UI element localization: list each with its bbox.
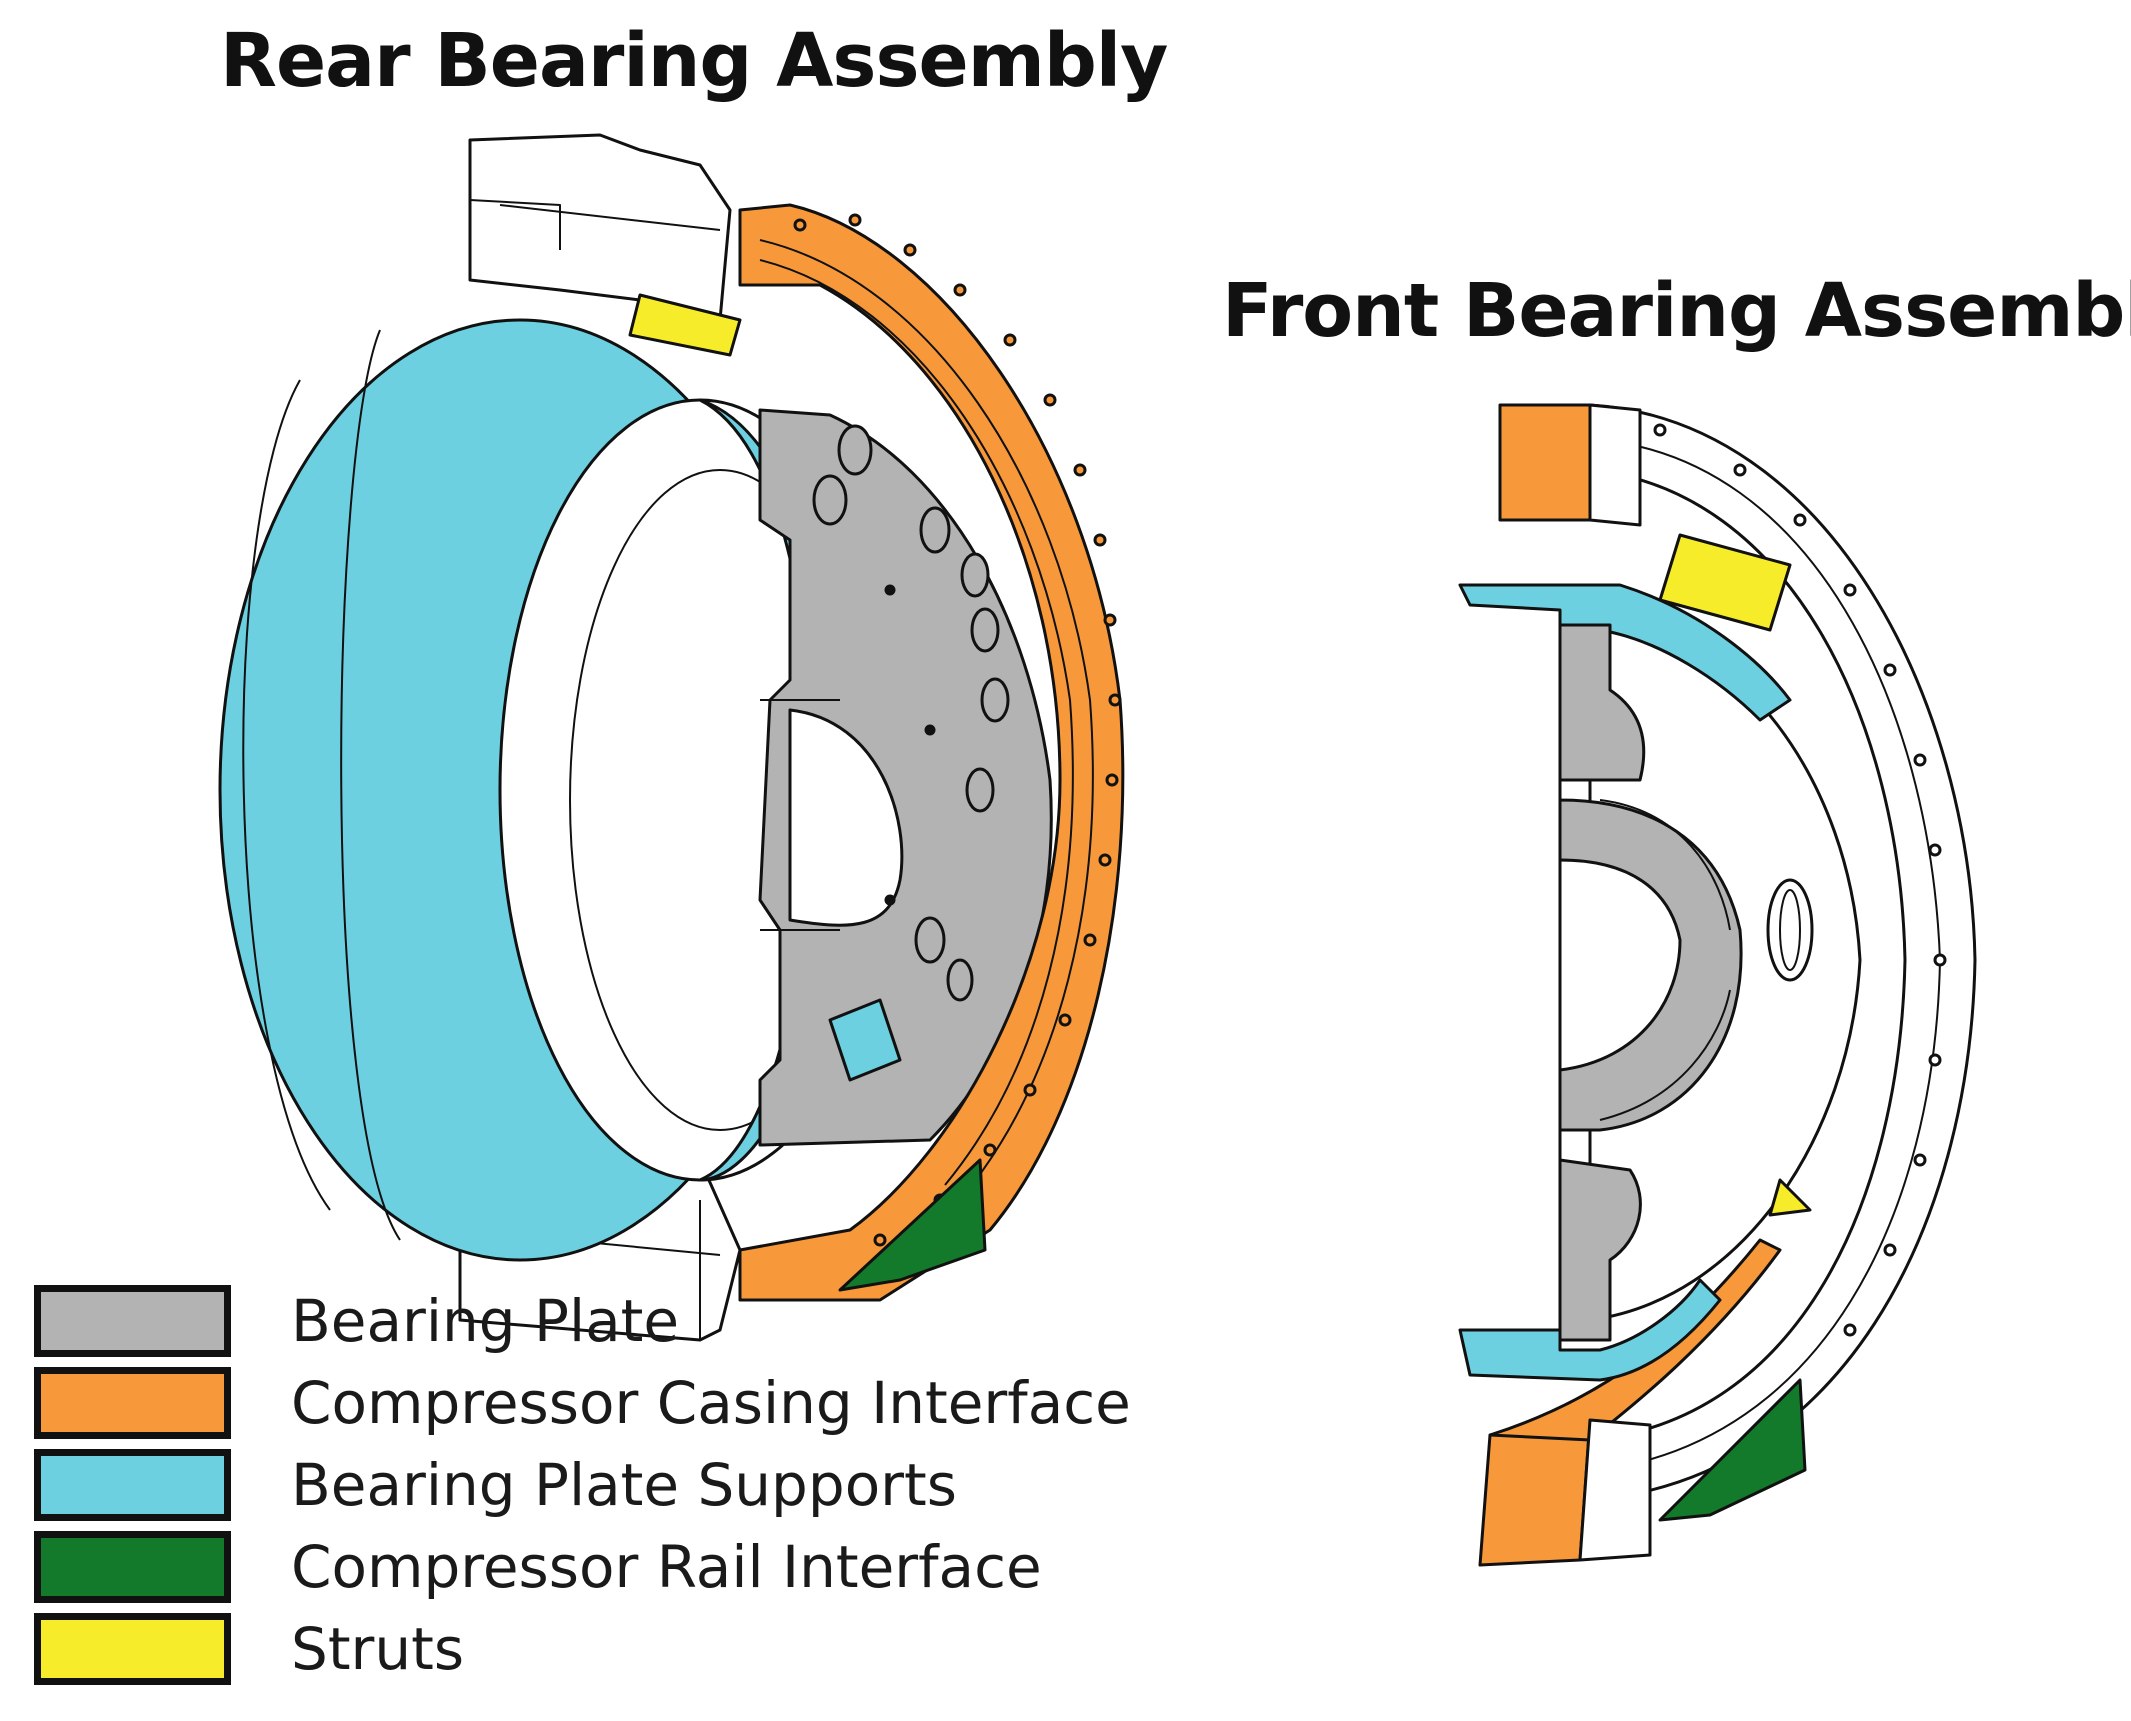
rear-rail-interface xyxy=(838,1158,987,1292)
legend-item: Struts xyxy=(34,1608,1131,1690)
legend-swatch xyxy=(34,1531,231,1603)
legend-label: Bearing Plate xyxy=(291,1287,680,1355)
front-bottom-casing xyxy=(1478,1418,1592,1567)
rear-assembly-title: Rear Bearing Assembly xyxy=(220,18,1168,104)
rear-bearing-assembly xyxy=(218,133,1125,1342)
legend-swatch xyxy=(34,1285,231,1357)
front-bottom-support xyxy=(1458,1278,1722,1382)
front-bottom-strut xyxy=(1768,1178,1812,1217)
legend-swatch xyxy=(34,1367,231,1439)
front-top-strut xyxy=(1658,533,1792,632)
rear-casing-interface xyxy=(738,203,1125,1302)
legend: Bearing Plate Compressor Casing Interfac… xyxy=(34,1280,1131,1690)
rear-strut xyxy=(628,293,742,357)
front-rail-interface xyxy=(1658,1378,1807,1522)
legend-swatch xyxy=(34,1449,231,1521)
legend-item: Compressor Rail Interface xyxy=(34,1526,1131,1608)
legend-item: Compressor Casing Interface xyxy=(34,1362,1131,1444)
legend-label: Struts xyxy=(291,1615,465,1683)
front-bearing-assembly xyxy=(1458,403,1977,1567)
legend-label: Compressor Casing Interface xyxy=(291,1369,1131,1437)
rear-top-frame xyxy=(468,133,732,322)
front-top-support xyxy=(1458,583,1792,722)
front-top-casing xyxy=(1498,403,1592,522)
legend-label: Compressor Rail Interface xyxy=(291,1533,1042,1601)
legend-swatch xyxy=(34,1613,231,1685)
legend-label: Bearing Plate Supports xyxy=(291,1451,957,1519)
legend-item: Bearing Plate Supports xyxy=(34,1444,1131,1526)
legend-item: Bearing Plate xyxy=(34,1280,1131,1362)
front-assembly-title: Front Bearing Assembly xyxy=(1222,268,2131,354)
